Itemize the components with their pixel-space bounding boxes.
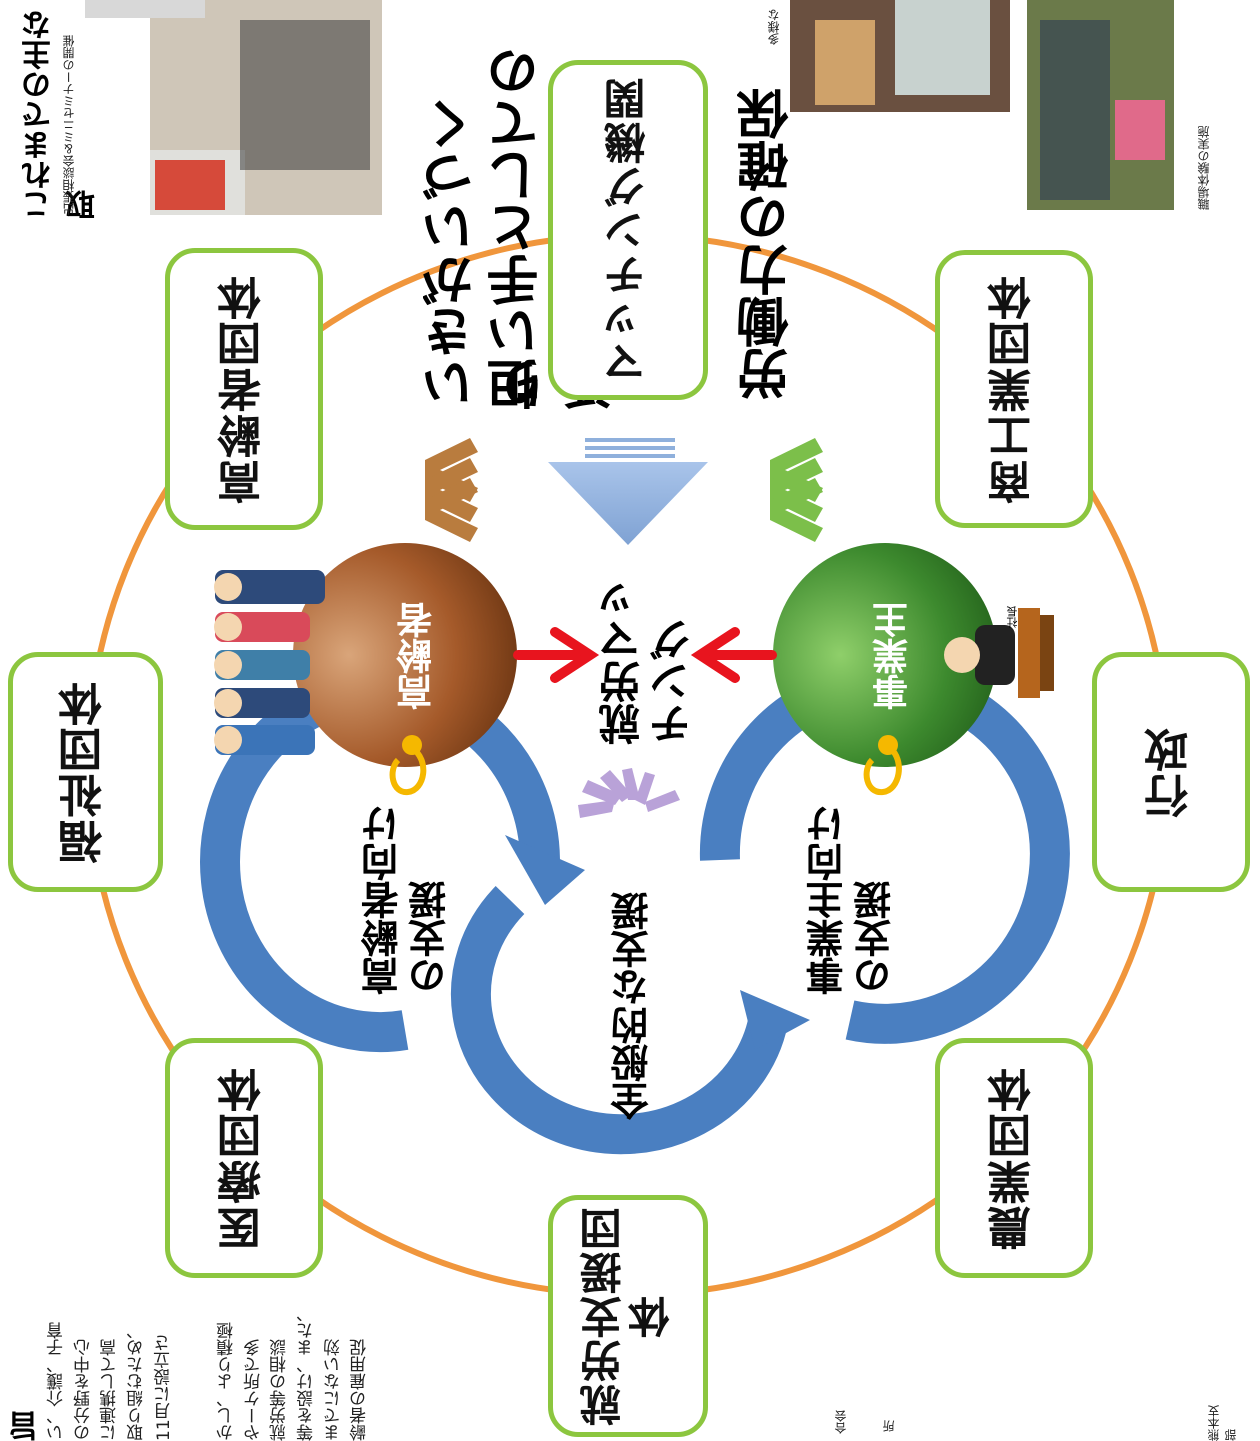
employment-matching-label: 就労マッチング [598,577,698,745]
photo-caption-seminar: 多様な [767,9,781,45]
employer-support-label: 事業主向けの支援 [806,805,898,995]
footer-text-2: 所 [882,1420,896,1432]
general-loop-arrowhead [740,990,810,1050]
body-line: 等を設け、また、 [296,1305,317,1441]
body-line: 11月に設立さ [153,1334,174,1441]
photo-seminar [790,0,1010,112]
president-illustration [944,608,1054,698]
employer-hook [863,745,902,795]
president-label: 社長 [1006,606,1019,628]
down-arrow [548,438,708,545]
body-line: やーケ所で多 [243,1339,264,1441]
elderly-people-illustration [214,570,325,755]
agriculture-group-label: 農業団体 [987,1066,1039,1250]
welfare-group-label: 福祉団体 [59,680,111,864]
employment-support-group-box: 就労支援団体 [548,1195,708,1437]
elderly-group-label: 高齢者団体 [217,274,269,504]
purple-burst [578,768,680,818]
body-line: 齢者の雇用促 [350,1339,371,1441]
general-support-label: 全般的な支援 [611,892,655,1120]
photo-workplace [1027,0,1174,210]
employer-ball [773,543,997,767]
body-paragraph-1: い、介護、子育 の分野を中心 に連携して高 取り組むため、 11月に設立さ [45,1295,176,1441]
matching-agency-label: マッチング機関 [602,76,652,384]
elderly-hook [389,745,427,795]
footer-text-1: 合会 [834,1410,848,1434]
body-paragraph-2: かし、より積極 やーケ所で多 就労等の相談 等を設け、また、 までにない効 齢者… [215,1300,373,1441]
matching-agency-box: マッチング機関 [548,60,708,400]
body-line: かし、より積極 [217,1322,237,1441]
commerce-industry-group-label: 商工業団体 [987,274,1039,504]
body-line: 就労等の相談 [270,1339,291,1441]
red-arrow-left [513,627,600,683]
government-box: 行政 [1092,652,1250,892]
body-line: 取り組むため、 [126,1322,147,1441]
commerce-industry-group-box: 商工業団体 [935,250,1093,528]
chevrons-brown [425,438,478,542]
body-heading: 旨 [9,1411,44,1441]
chevrons-green [770,438,823,542]
medical-group-box: 医療団体 [165,1038,323,1278]
elderly-support-label: 高齢者向けの支援 [361,805,453,995]
body-line: の分野を中心 [73,1339,94,1441]
headline-line3: 労働力の確保 [738,88,798,400]
footer-text-3: 熊本支部 [1207,1405,1238,1441]
red-arrow-right [690,627,777,683]
employer-label: 事業主 [873,602,914,710]
agriculture-group-box: 農業団体 [935,1038,1093,1278]
general-support-loop [450,886,790,1155]
elderly-label: 高齢者 [397,602,438,710]
employment-support-group-label: 就労支援団体 [578,1206,676,1426]
employer-support-loop [699,663,1070,1044]
body-line: に連携して高 [100,1339,121,1441]
body-line: い、介護、子育 [47,1322,67,1441]
elderly-group-box: 高齢者団体 [165,248,323,530]
elderly-loop-arrowhead [505,835,585,905]
elderly-ball [293,543,517,767]
welfare-group-box: 福祉団体 [8,652,163,892]
photo-caption-consultation: 出張相談会＆ミニセミナーの開催 [62,35,76,215]
photo-caption-workplace: 職場体験の実施 [1197,126,1211,210]
body-line: までにない効 [323,1339,344,1441]
photo-consultation [85,0,382,215]
medical-group-label: 医療団体 [217,1066,269,1250]
government-label: 行政 [1144,726,1196,818]
